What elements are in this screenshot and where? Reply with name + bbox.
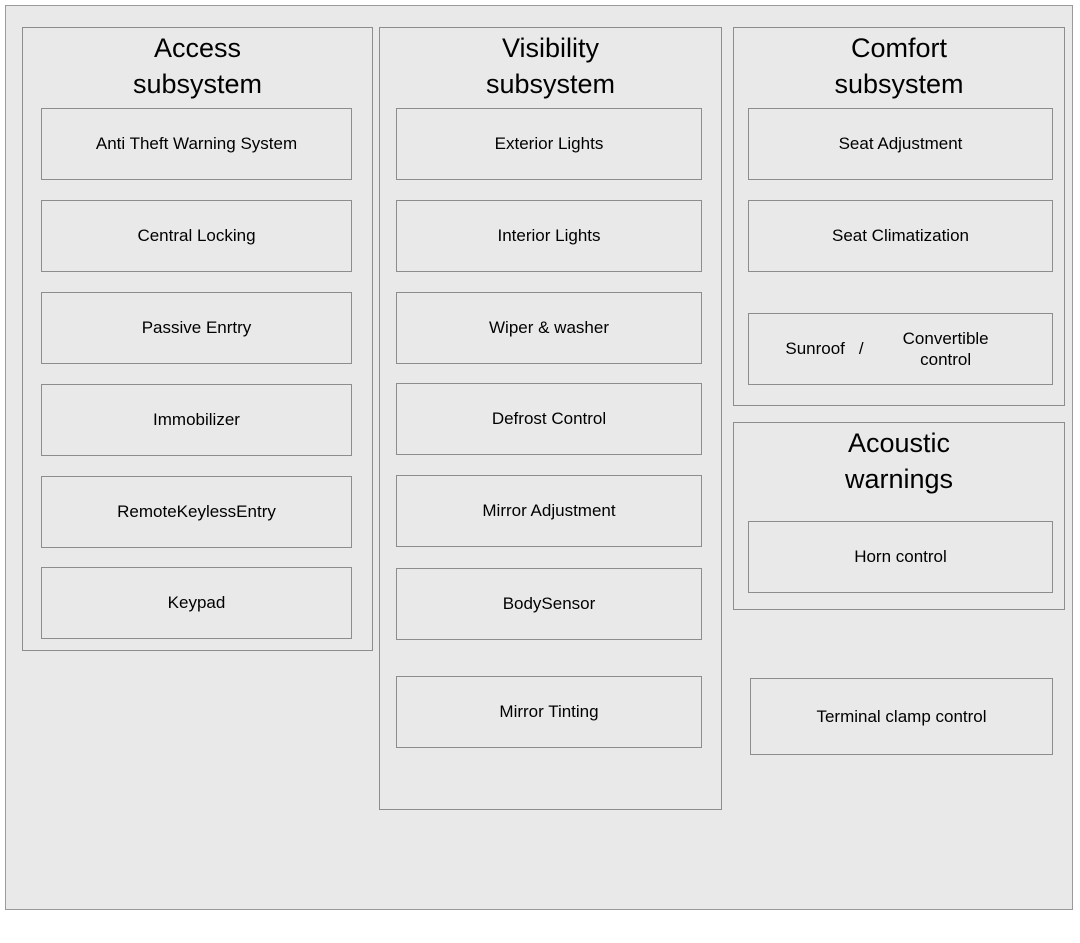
item-body-sensor[interactable]: BodySensor (396, 568, 702, 640)
item-label: Interior Lights (497, 226, 601, 245)
item-label: Anti Theft Warning System (95, 134, 298, 153)
item-interior-lights[interactable]: Interior Lights (396, 200, 702, 272)
item-wiper-and-washer[interactable]: Wiper & washer (396, 292, 702, 364)
item-label: RemoteKeylessEntry (117, 502, 276, 521)
item-anti-theft-warning-system[interactable]: Anti Theft Warning System (41, 108, 352, 180)
item-defrost-control[interactable]: Defrost Control (396, 383, 702, 455)
group-title-comfort: Comfort subsystem (834, 33, 964, 99)
item-label: Defrost Control (491, 409, 607, 428)
item-label: Exterior Lights (494, 134, 604, 153)
item-label: Passive Enrtry (141, 318, 252, 337)
item-immobilizer[interactable]: Immobilizer (41, 384, 352, 456)
item-exterior-lights[interactable]: Exterior Lights (396, 108, 702, 180)
item-sunroof-convertible-control[interactable]: Sunroof / Convertible control (748, 313, 1053, 385)
sunroof-label: Sunroof (785, 339, 845, 358)
item-label: Seat Climatization (831, 226, 969, 245)
item-label: Seat Adjustment (838, 134, 963, 153)
group-title-visibility: Visibility subsystem (485, 33, 616, 99)
item-horn-control[interactable]: Horn control (748, 521, 1053, 593)
item-label: BodySensor (502, 594, 596, 613)
item-label: Keypad (167, 593, 226, 612)
item-remote-keyless-entry[interactable]: RemoteKeylessEntry (41, 476, 352, 548)
item-seat-adjustment[interactable]: Seat Adjustment (748, 108, 1053, 180)
item-label: Terminal clamp control (816, 706, 987, 726)
item-label: Mirror Tinting (499, 702, 599, 721)
item-label: Central Locking (137, 226, 256, 245)
item-terminal-clamp-control[interactable]: Terminal clamp control (750, 678, 1053, 755)
item-label: Immobilizer (153, 410, 240, 429)
item-label: Wiper & washer (489, 318, 609, 337)
item-seat-climatization[interactable]: Seat Climatization (748, 200, 1053, 272)
convertible-control-label: Convertible control (902, 329, 989, 369)
item-passive-entry[interactable]: Passive Enrtry (41, 292, 352, 364)
item-mirror-tinting[interactable]: Mirror Tinting (396, 676, 702, 748)
item-keypad[interactable]: Keypad (41, 567, 352, 639)
group-title-acoustic: Acoustic warnings (844, 428, 954, 494)
item-label: Horn control (854, 547, 947, 566)
slash-separator: / (858, 339, 864, 358)
item-central-locking[interactable]: Central Locking (41, 200, 352, 272)
item-label: Mirror Adjustment (482, 501, 616, 520)
item-mirror-adjustment[interactable]: Mirror Adjustment (396, 475, 702, 547)
group-title-access: Access subsystem (132, 33, 263, 99)
